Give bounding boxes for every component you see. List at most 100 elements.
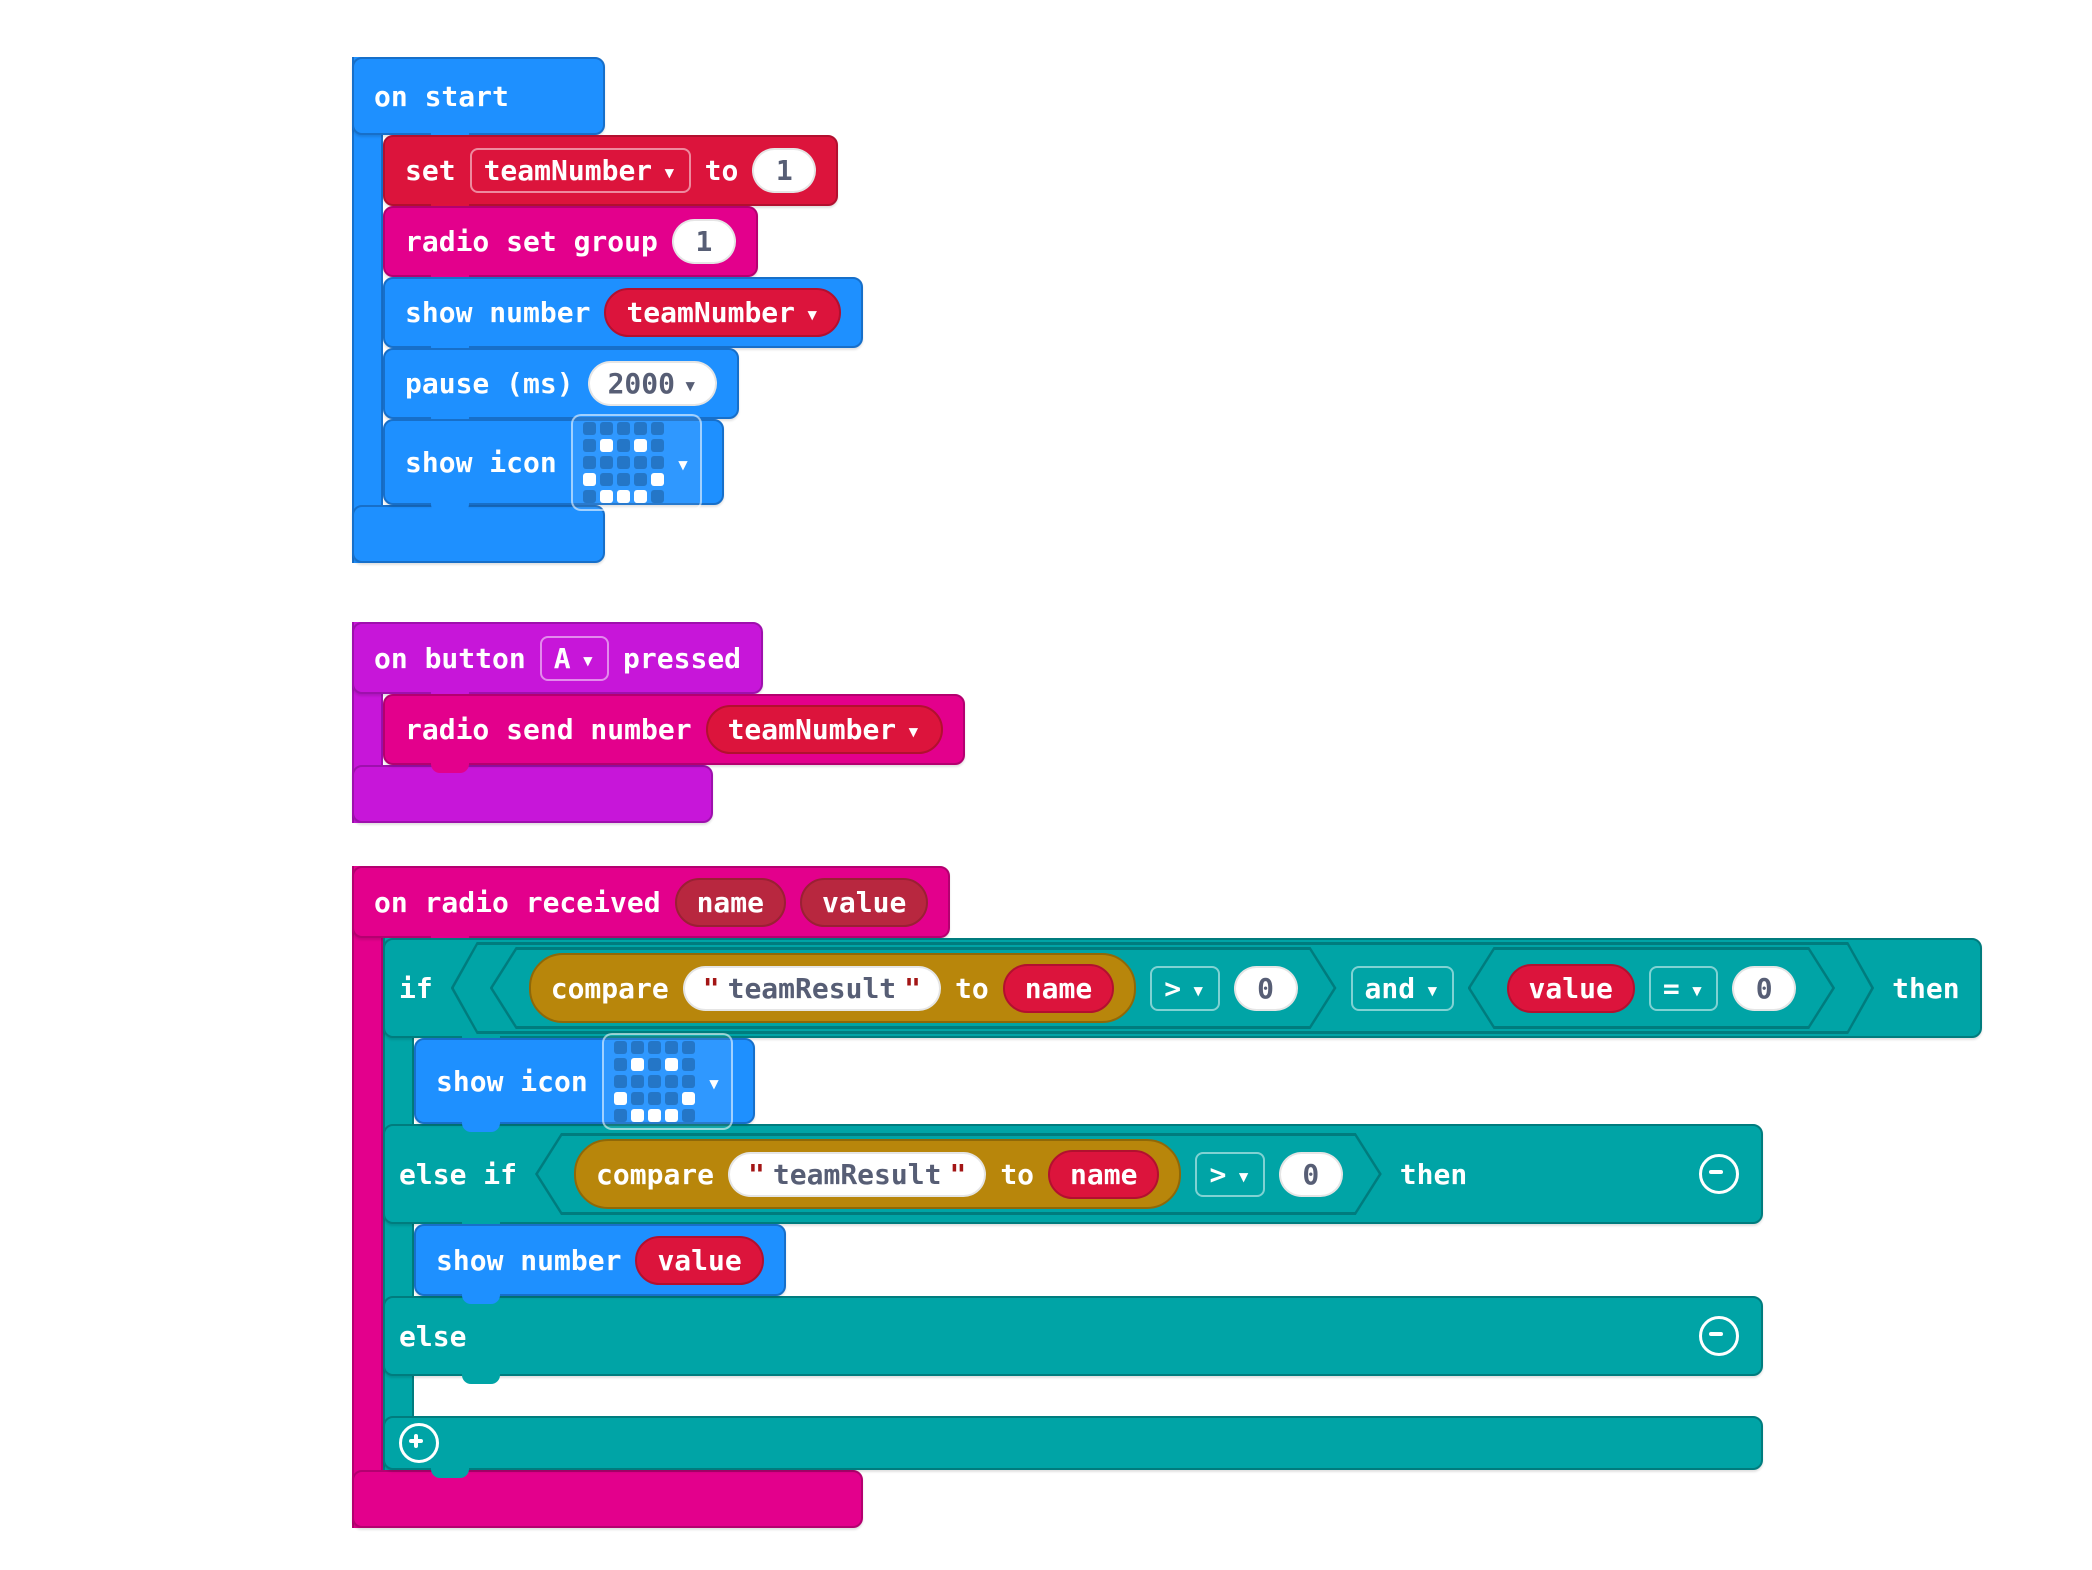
on-button-hat[interactable]: on button A pressed (352, 622, 764, 702)
number-input[interactable]: 0 (1732, 966, 1796, 1011)
operator-dropdown[interactable]: > (1150, 966, 1219, 1011)
close-quote: " (904, 971, 922, 1005)
number-input[interactable]: 1 (671, 219, 736, 264)
variable-pill[interactable]: name (1003, 964, 1114, 1013)
radio-set-group-label: radio set group (405, 225, 658, 258)
radio-set-group-block[interactable]: radio set group 1 (383, 206, 758, 285)
variable-pill[interactable]: value (1507, 964, 1635, 1013)
on-start-hat[interactable]: on start (352, 57, 605, 143)
led-on-cell (582, 472, 596, 486)
led-off-cell (616, 455, 630, 469)
operator-dropdown[interactable]: > (1195, 1152, 1264, 1197)
variable-pill[interactable]: name (1048, 1150, 1159, 1199)
and-dropdown[interactable]: and (1351, 966, 1454, 1011)
else-label: else (399, 1319, 467, 1353)
caret-down-icon (1236, 1158, 1250, 1191)
caret-down-icon (581, 642, 595, 675)
close-quote: " (949, 1157, 967, 1191)
param-name-pill[interactable]: name (674, 877, 787, 927)
compare-block[interactable]: compare "teamResult" to name (574, 1139, 1181, 1209)
string-input[interactable]: "teamResult" (728, 1152, 986, 1197)
led-on-cell (650, 472, 664, 486)
on-start-bottom[interactable] (352, 505, 605, 563)
led-off-cell (681, 1057, 695, 1071)
led-off-cell (613, 1040, 627, 1054)
show-icon-block[interactable]: show icon (383, 413, 725, 513)
led-off-cell (664, 1091, 678, 1105)
icon-picker-field[interactable] (601, 1032, 734, 1130)
operator: = (1662, 971, 1680, 1005)
radio-send-number-block[interactable]: radio send number teamNumber (383, 694, 965, 773)
variable-pill[interactable]: teamNumber (705, 705, 943, 754)
led-off-cell (582, 421, 596, 435)
if-row[interactable]: if compare "teamResult" to name (383, 938, 1982, 1046)
then-label: then (1399, 1157, 1468, 1191)
if-label: if (399, 971, 433, 1005)
minus-circle-icon[interactable] (1699, 1154, 1739, 1194)
comparison-hexagon[interactable]: value = 0 (1468, 947, 1836, 1029)
happy-face-icon (582, 421, 664, 503)
number-value: 1 (775, 154, 793, 187)
led-on-cell (664, 1108, 678, 1122)
led-on-cell (599, 489, 613, 503)
pause-block[interactable]: pause (ms) 2000 (383, 348, 740, 427)
on-button-bottom[interactable] (352, 765, 713, 823)
led-off-cell (664, 1074, 678, 1088)
variable-name: teamNumber (727, 713, 897, 746)
led-off-cell (664, 1040, 678, 1054)
radio-send-number-label: radio send number (405, 713, 692, 746)
plus-circle-icon[interactable] (399, 1423, 439, 1463)
comparison-hexagon[interactable]: compare "teamResult" to name > (490, 947, 1337, 1029)
else-if-row[interactable]: else if compare "teamResult" to name > (383, 1124, 1763, 1232)
variable-pill[interactable]: value (635, 1235, 764, 1285)
caret-down-icon (676, 446, 690, 479)
minus-circle-icon[interactable] (1699, 1316, 1739, 1356)
show-number-block[interactable]: show number value (414, 1224, 786, 1304)
on-radio-hat[interactable]: on radio received name value (352, 866, 951, 946)
number-input[interactable]: 0 (1279, 1152, 1343, 1197)
open-quote: " (748, 1157, 765, 1191)
and-label: and (1364, 971, 1416, 1005)
param-value-pill[interactable]: value (800, 877, 929, 927)
else-if-label: else if (399, 1157, 518, 1191)
variable-name: teamNumber (483, 154, 653, 187)
else-row[interactable]: else (383, 1296, 1763, 1384)
operator-dropdown[interactable]: = (1649, 966, 1718, 1011)
if-block-bottom[interactable] (383, 1416, 1763, 1478)
led-off-cell (633, 455, 647, 469)
caret-down-icon (1191, 972, 1205, 1005)
icon-picker-field[interactable] (570, 413, 703, 511)
button-dropdown[interactable]: A (539, 635, 610, 681)
comparison-hexagon[interactable]: compare "teamResult" to name > 0 (535, 1133, 1382, 1215)
variable-pill[interactable]: teamNumber (604, 288, 842, 337)
number-value: 0 (1755, 971, 1773, 1005)
on-start-spine[interactable] (352, 57, 383, 563)
compare-block[interactable]: compare "teamResult" to name (529, 953, 1136, 1023)
number-input[interactable]: 1 (752, 148, 817, 193)
show-number-block[interactable]: show number teamNumber (383, 277, 864, 356)
variable-dropdown[interactable]: teamNumber (469, 148, 691, 193)
operator: > (1164, 971, 1182, 1005)
and-condition-hexagon[interactable]: compare "teamResult" to name > (451, 942, 1874, 1034)
show-icon-block[interactable]: show icon (414, 1032, 756, 1132)
led-on-cell (681, 1091, 695, 1105)
string-input[interactable]: "teamResult" (683, 966, 941, 1011)
show-number-label: show number (436, 1243, 622, 1277)
to-label: to (704, 154, 739, 187)
led-off-cell (582, 489, 596, 503)
led-off-cell (582, 455, 596, 469)
number-input[interactable]: 0 (1234, 966, 1298, 1011)
set-variable-block[interactable]: set teamNumber to 1 (383, 135, 839, 214)
caret-down-icon (707, 1065, 721, 1098)
on-radio-spine[interactable] (352, 866, 383, 1528)
led-off-cell (630, 1040, 644, 1054)
duration-dropdown[interactable]: 2000 (587, 361, 718, 406)
on-button-suffix: pressed (623, 641, 742, 675)
show-number-label: show number (405, 296, 591, 329)
caret-down-icon (662, 154, 676, 187)
on-radio-bottom[interactable] (352, 1470, 863, 1528)
button-choice: A (553, 641, 571, 675)
led-off-cell (681, 1108, 695, 1122)
notch-tab (462, 1120, 500, 1132)
